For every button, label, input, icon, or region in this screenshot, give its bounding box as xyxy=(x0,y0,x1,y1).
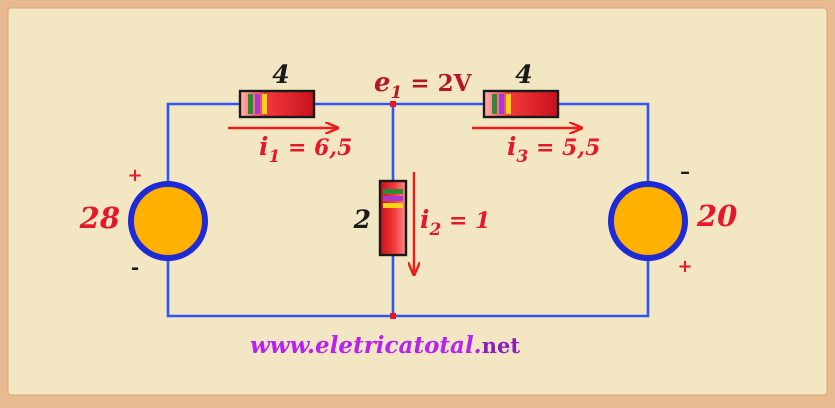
current-2-symbol: i xyxy=(420,205,430,234)
website-watermark: www.eletricatotal.net xyxy=(250,332,520,359)
source-right-value: 20 xyxy=(696,199,737,233)
current-2-label: i2 = 1 xyxy=(420,205,490,240)
voltage-source-right xyxy=(608,181,688,261)
source-left-value: 28 xyxy=(79,201,120,235)
current-2-subscript: 2 xyxy=(429,220,442,240)
wire-top-left xyxy=(166,102,240,185)
resistor-left-label: 4 xyxy=(272,60,289,89)
voltage-source-left xyxy=(128,181,208,261)
current-1-value: = 6,5 xyxy=(280,135,352,161)
current-3-label: i3 = 5,5 xyxy=(507,132,600,167)
website-prefix: www.eletricatotal. xyxy=(250,332,482,359)
resistor-right-label: 4 xyxy=(515,60,532,89)
node-voltage-symbol: e xyxy=(374,68,391,98)
source-right-minus-sign: – xyxy=(680,159,690,183)
source-left-minus-sign: - xyxy=(131,255,139,279)
resistor-middle xyxy=(378,179,408,257)
resistor-right xyxy=(482,89,560,119)
current-1-label: i1 = 6,5 xyxy=(259,132,352,167)
resistor-left xyxy=(238,89,316,119)
current-3-symbol: i xyxy=(507,132,517,161)
wire-bottom xyxy=(166,258,650,318)
source-left-plus-sign: + xyxy=(127,165,142,186)
website-suffix: net xyxy=(482,333,521,358)
source-right-plus-sign: + xyxy=(677,256,692,277)
node-voltage-value: = 2V xyxy=(402,70,472,97)
current-1-symbol: i xyxy=(259,132,269,161)
current-2-value: = 1 xyxy=(441,208,490,234)
wiring xyxy=(166,102,650,318)
current-3-subscript: 3 xyxy=(517,147,529,167)
resistor-middle-label: 2 xyxy=(353,205,371,234)
node-voltage-label: e1 = 2V xyxy=(374,68,473,103)
wire-top-right xyxy=(558,102,650,182)
node-voltage-subscript: 1 xyxy=(391,83,403,103)
node-top-dot xyxy=(390,101,396,107)
node-bottom-dot xyxy=(390,313,396,319)
current-3-value: = 5,5 xyxy=(528,135,600,161)
current-1-subscript: 1 xyxy=(269,147,281,167)
